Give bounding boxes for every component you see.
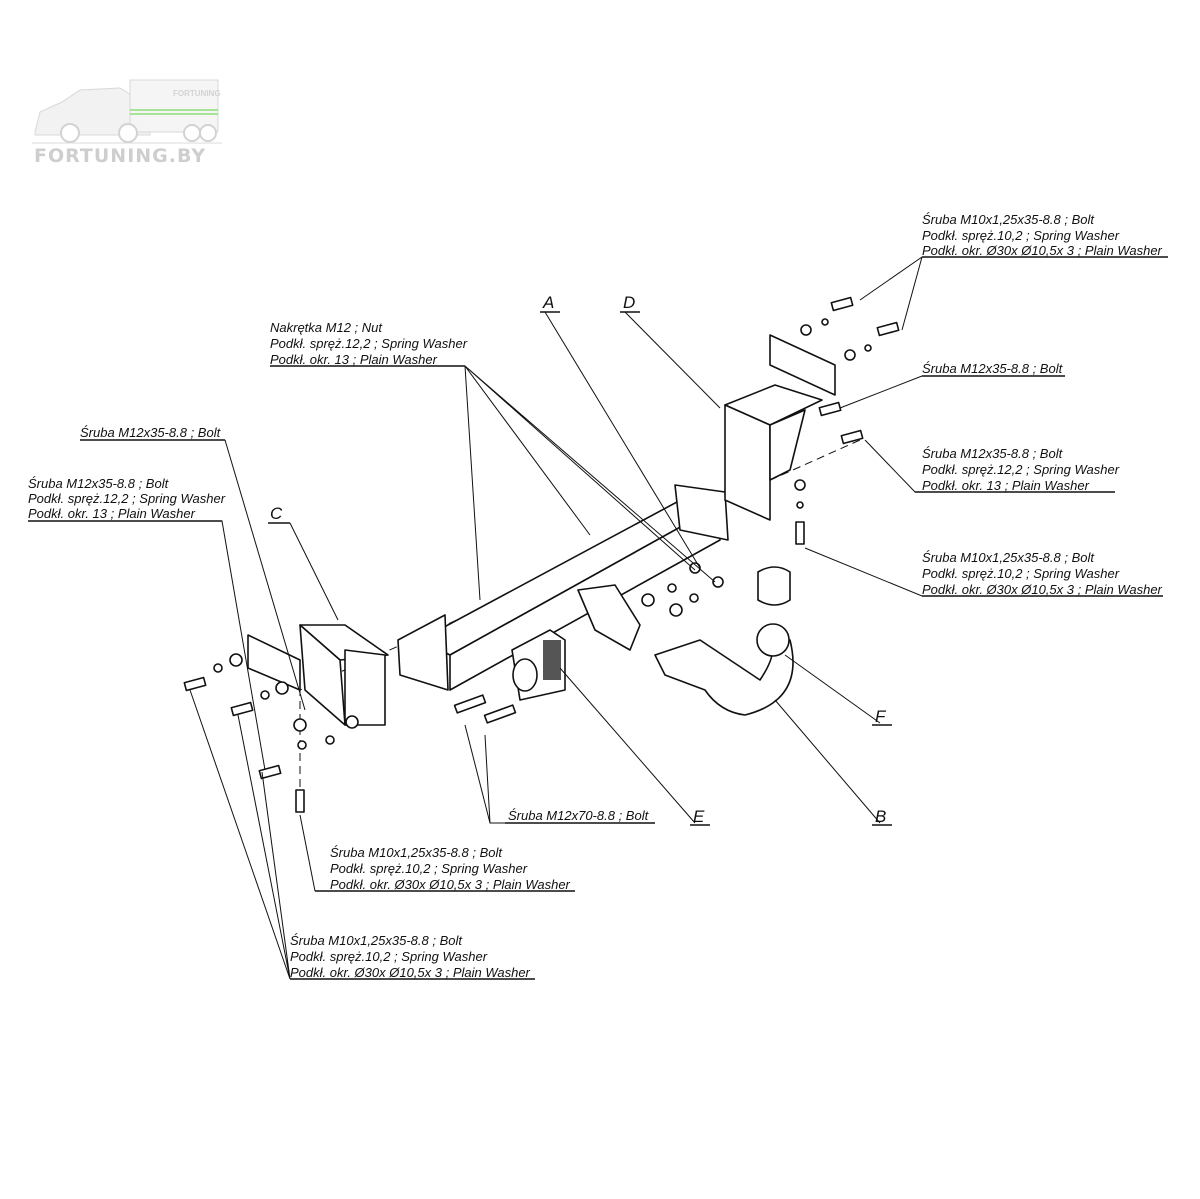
part-label-b: B bbox=[875, 807, 886, 826]
callout-right-m12-set: Śruba M12x35-8.8 ; Bolt Podkł. spręż.12,… bbox=[922, 446, 1120, 493]
callout-bottom-m12x70: Śruba M12x70-8.8 ; Bolt bbox=[508, 808, 650, 823]
label-underlines bbox=[28, 256, 1168, 980]
callout-line: Śruba M12x70-8.8 ; Bolt bbox=[508, 808, 650, 823]
fortuning-logo: FORTUNING FORTUNING.BY bbox=[32, 79, 222, 167]
callout-bottom-m10-set: Śruba M10x1,25x35-8.8 ; Bolt Podkł. sprę… bbox=[330, 845, 571, 892]
callout-line: Podkł. okr. 13 ; Plain Washer bbox=[922, 478, 1090, 493]
logo-trailer-text: FORTUNING bbox=[173, 89, 221, 98]
callout-lower-m10-set: Śruba M10x1,25x35-8.8 ; Bolt Podkł. sprę… bbox=[290, 933, 531, 980]
towball-cap bbox=[757, 566, 791, 606]
callout-left-m12-bolt: Śruba M12x35-8.8 ; Bolt bbox=[80, 425, 222, 440]
callout-line: Podkł. okr. Ø30x Ø10,5x 3 ; Plain Washer bbox=[922, 243, 1163, 258]
assembly-axis bbox=[299, 439, 861, 800]
logo-brand-text: FORTUNING.BY bbox=[34, 145, 206, 167]
part-label-c: C bbox=[270, 504, 283, 523]
callout-line: Podkł. spręż.10,2 ; Spring Washer bbox=[330, 861, 528, 876]
callout-right-m10-set: Śruba M10x1,25x35-8.8 ; Bolt Podkł. sprę… bbox=[922, 550, 1163, 597]
part-label-a: A bbox=[542, 293, 554, 312]
callout-line: Podkł. spręż.12,2 ; Spring Washer bbox=[922, 462, 1120, 477]
callout-line: Nakrętka M12 ; Nut bbox=[270, 320, 383, 335]
callout-line: Śruba M10x1,25x35-8.8 ; Bolt bbox=[290, 933, 463, 948]
callout-line: Śruba M12x35-8.8 ; Bolt bbox=[922, 446, 1064, 461]
callout-line: Podkł. okr. Ø30x Ø10,5x 3 ; Plain Washer bbox=[330, 877, 571, 892]
towball-b bbox=[654, 566, 794, 716]
callout-left-m12-set: Śruba M12x35-8.8 ; Bolt Podkł. spręż.12,… bbox=[28, 476, 226, 521]
callout-line: Śruba M10x1,25x35-8.8 ; Bolt bbox=[922, 212, 1095, 227]
callout-line: Podkł. spręż.12,2 ; Spring Washer bbox=[28, 491, 226, 506]
socket-plate-e bbox=[511, 584, 641, 701]
callout-line: Podkł. spręż.10,2 ; Spring Washer bbox=[922, 566, 1120, 581]
bracket-d bbox=[724, 334, 836, 521]
fasteners bbox=[183, 296, 900, 813]
callout-line: Śruba M10x1,25x35-8.8 ; Bolt bbox=[922, 550, 1095, 565]
part-label-e: E bbox=[693, 807, 705, 826]
part-label-f: F bbox=[875, 707, 887, 726]
callout-line: Śruba M12x35-8.8 ; Bolt bbox=[80, 425, 222, 440]
part-label-d: D bbox=[623, 293, 635, 312]
callout-line: Podkł. okr. Ø30x Ø10,5x 3 ; Plain Washer bbox=[922, 582, 1163, 597]
callout-line: Podkł. spręż.10,2 ; Spring Washer bbox=[922, 228, 1120, 243]
callout-line: Śruba M10x1,25x35-8.8 ; Bolt bbox=[330, 845, 503, 860]
callout-line: Śruba M12x35-8.8 ; Bolt bbox=[28, 476, 170, 491]
callout-line: Podkł. okr. Ø30x Ø10,5x 3 ; Plain Washer bbox=[290, 965, 531, 980]
callout-line: Śruba M12x35-8.8 ; Bolt bbox=[922, 361, 1064, 376]
callout-top-right-bolt: Śruba M10x1,25x35-8.8 ; Bolt Podkł. sprę… bbox=[922, 212, 1163, 258]
callout-nut-set: Nakrętka M12 ; Nut Podkł. spręż.12,2 ; S… bbox=[270, 320, 468, 367]
callout-right-m12-bolt: Śruba M12x35-8.8 ; Bolt bbox=[922, 361, 1064, 376]
callout-line: Podkł. spręż.12,2 ; Spring Washer bbox=[270, 336, 468, 351]
bracket-c bbox=[247, 624, 389, 726]
callout-line: Podkł. okr. 13 ; Plain Washer bbox=[270, 352, 438, 367]
callout-line: Podkł. spręż.10,2 ; Spring Washer bbox=[290, 949, 488, 964]
callout-line: Podkł. okr. 13 ; Plain Washer bbox=[28, 506, 196, 521]
